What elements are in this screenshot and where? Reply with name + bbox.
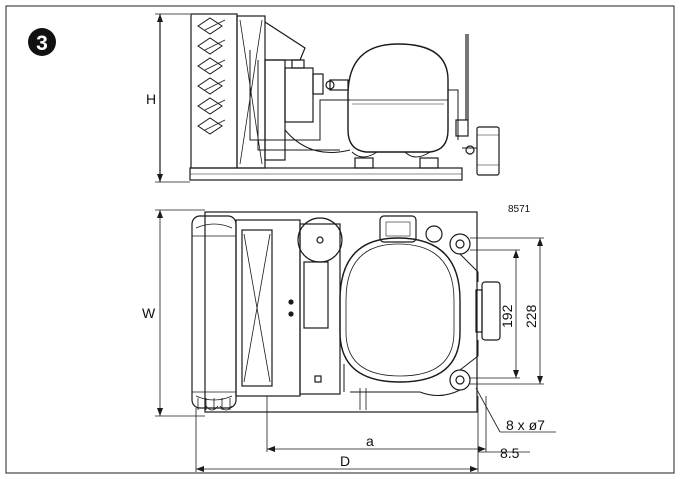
badge-number: 3	[36, 32, 48, 55]
label-depth: D	[340, 453, 350, 469]
frame-border	[5, 5, 675, 474]
label-width: W	[142, 305, 156, 321]
side-elevation-view	[155, 13, 500, 183]
label-dim-228: 228	[523, 304, 539, 328]
label-dim-8-5: 8.5	[500, 445, 520, 461]
badge-circle	[28, 28, 56, 56]
arrowheads	[157, 14, 543, 472]
label-holes: 8 x ø7	[506, 417, 545, 433]
label-dim-192: 192	[499, 304, 515, 328]
plan-dimensions	[195, 237, 556, 472]
label-dim-a: a	[366, 433, 374, 449]
label-height: H	[146, 91, 156, 107]
label-ref-code: 8571	[508, 204, 531, 215]
plan-view	[155, 209, 501, 417]
figure-badge: 3	[28, 28, 56, 56]
